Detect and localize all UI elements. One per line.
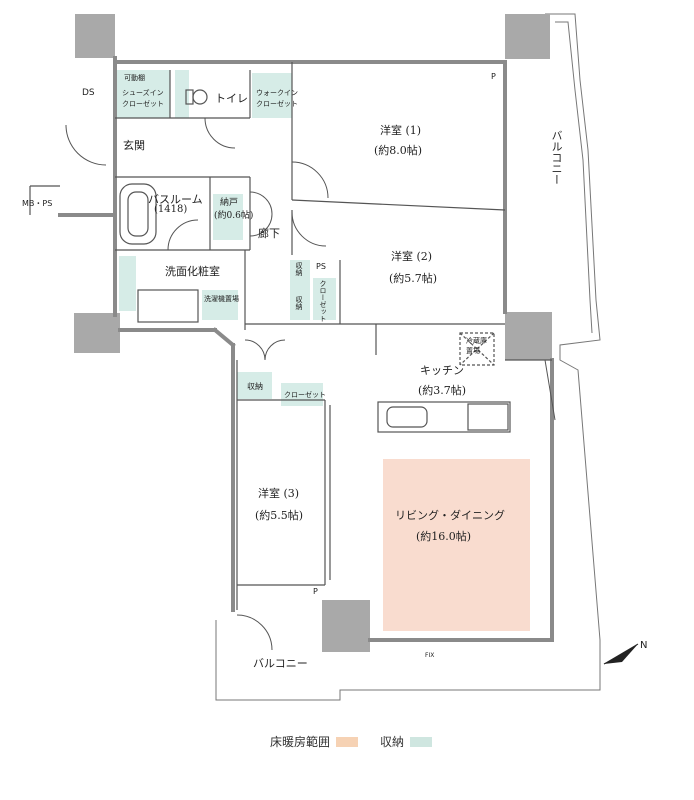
room-kitchen-size: (約3.7帖) (418, 384, 467, 397)
door-swings (65, 117, 556, 651)
room-bath-size: (1418) (154, 204, 188, 215)
label-closet-a: クローゼット (319, 280, 327, 322)
room-kitchen-name: キッチン (420, 364, 464, 377)
room-bath-name: バスルーム (148, 193, 203, 206)
label-reizoko: 冷蔵庫 置場 (466, 337, 487, 355)
legend-heating-label: 床暖房範囲 (270, 735, 331, 749)
storage-areas (115, 70, 336, 406)
label-p1: P (491, 72, 496, 81)
label-fix: FIX (425, 652, 435, 659)
label-mbps: MB・PS (22, 199, 53, 208)
label-shuno-b: 収納 (295, 296, 303, 310)
label-shuno-a: 収納 (295, 262, 303, 276)
pillars (74, 14, 552, 652)
room-washroom: 洗面化粧室 (165, 265, 220, 278)
room-nando-name: 納戸 (220, 198, 239, 208)
compass-arrow-icon (603, 643, 639, 665)
label-p2: P (313, 587, 318, 596)
compass-north-label: N (640, 640, 648, 651)
room-yoshitsu1-name: 洋室 (1) (380, 124, 422, 137)
label-sentaku: 洗濯機置場 (204, 295, 239, 303)
legend-storage-swatch (410, 736, 433, 747)
label-shoes-closet: シューズイン クローゼット (122, 89, 164, 108)
balcony-south-label: バルコニー (253, 657, 308, 670)
legend: 床暖房範囲 収納 (270, 733, 433, 750)
room-yoshitsu3-size: (約5.5帖) (255, 509, 304, 522)
balcony-outline (215, 13, 601, 701)
floor-heating-area (383, 459, 530, 631)
room-yoshitsu2-name: 洋室 (2) (391, 250, 433, 263)
room-yoshitsu3-name: 洋室 (3) (258, 487, 300, 500)
room-toilet: トイレ (215, 92, 248, 105)
room-yoshitsu2-size: (約5.7帖) (389, 272, 438, 285)
label-shuno-c: 収納 (247, 382, 263, 391)
balcony-east-label: バルコニー (550, 130, 563, 185)
room-yoshitsu1-size: (約8.0帖) (374, 144, 423, 157)
legend-heating-swatch (336, 736, 359, 747)
floor-plan (29, 13, 601, 701)
walls (58, 56, 554, 642)
label-ps: PS (316, 262, 326, 271)
interior-lines (29, 62, 552, 610)
room-living-size: (約16.0帖) (416, 530, 472, 543)
label-ds: DS (82, 88, 95, 98)
room-rouka: 廊下 (258, 227, 280, 240)
label-closet-b: クローゼット (284, 391, 326, 399)
room-genkan: 玄関 (123, 139, 145, 152)
room-nando-size: (約0.6帖) (214, 211, 254, 221)
legend-storage-label: 収納 (380, 735, 405, 749)
label-kadoudana: 可動棚 (124, 74, 145, 82)
label-walkin-closet: ウォークイン クローゼット (256, 89, 298, 108)
room-living-name: リビング・ダイニング (395, 509, 505, 522)
compass: N (600, 638, 650, 668)
